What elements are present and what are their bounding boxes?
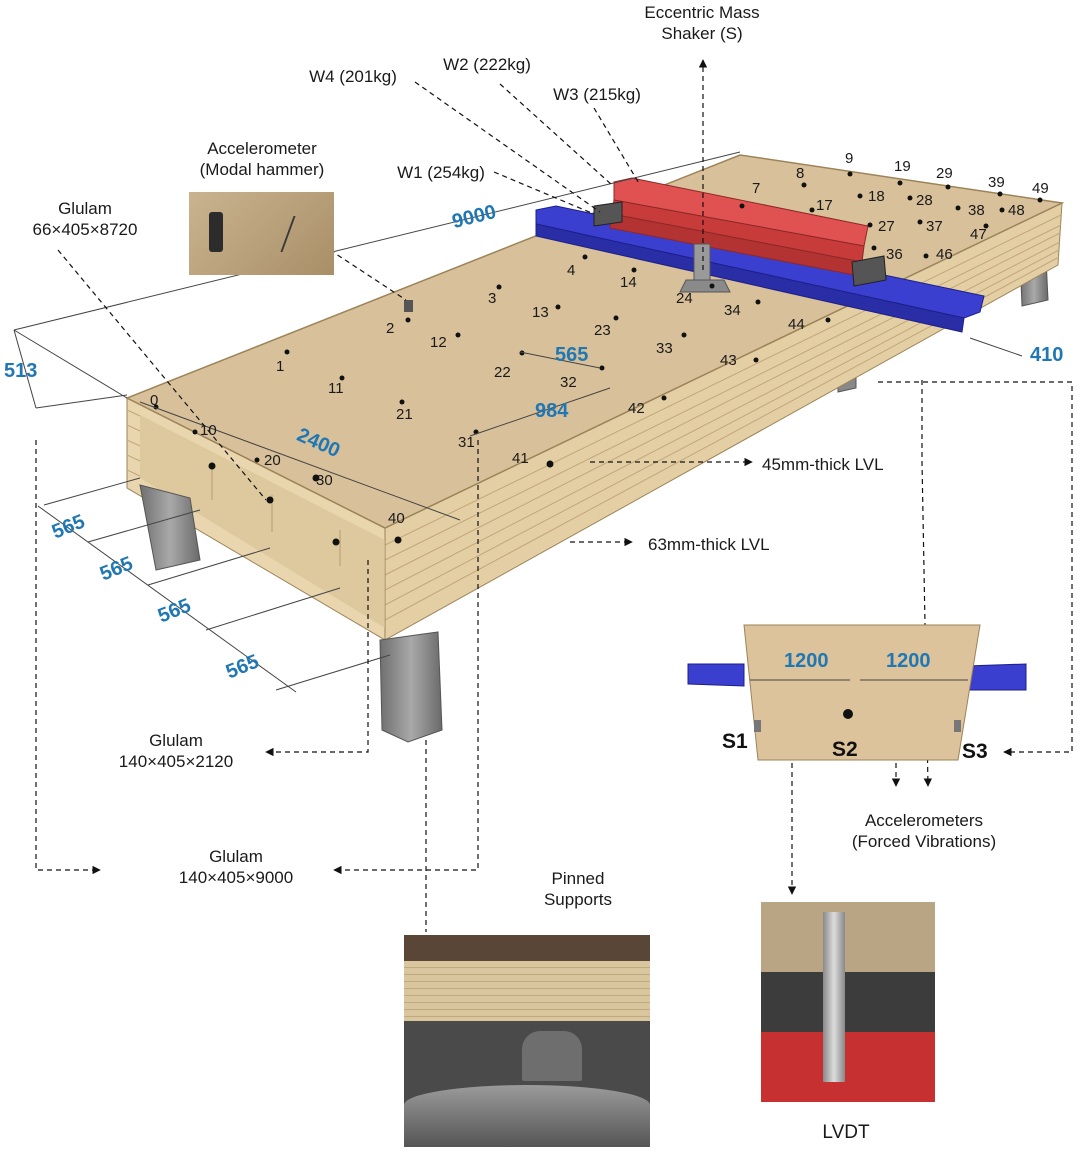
accelerometer-icon [209,212,223,252]
point-label-36: 36 [886,246,903,263]
accel-forced-line2: (Forced Vibrations) [851,832,997,851]
point-label-43: 43 [720,352,737,369]
point-label-1: 1 [276,358,285,375]
point-label-17: 17 [816,197,833,214]
point-label-40: 40 [388,510,405,527]
lvdt-label: LVDT [822,1122,870,1143]
point-label-4: 4 [567,262,576,279]
point-label-42: 42 [628,400,645,417]
point-label-10: 10 [200,422,217,439]
glulam-mid-label: Glulam 140×405×2120 [96,730,256,772]
point-label-18: 18 [868,188,885,205]
point-label-22: 22 [494,364,511,381]
point-label-31: 31 [458,434,475,451]
w3-label: W3 (215kg) [553,85,641,104]
point-label-28: 28 [916,192,933,209]
point-label-47: 47 [970,226,987,243]
marking-icon [280,216,334,252]
dim-513: 513 [4,360,38,382]
s1-label: S1 [722,730,748,753]
s2-label: S2 [832,738,858,761]
glulam-top-line2: 66×405×8720 [32,220,138,239]
point-label-9: 9 [845,150,854,167]
inset-sensor-layout [687,624,1027,761]
lvl45-label: 45mm-thick LVL [762,455,884,474]
accel-hammer-line2: (Modal hammer) [199,160,325,179]
point-label-39: 39 [988,174,1005,191]
point-label-32: 32 [560,374,577,391]
point-label-44: 44 [788,316,805,333]
glulam-mid-line1: Glulam [149,731,203,750]
glulam-top-label: Glulam 66×405×8720 [10,198,160,240]
point-label-41: 41 [512,450,529,467]
accel-forced-line1: Accelerometers [864,811,984,830]
point-label-7: 7 [752,180,761,197]
point-label-13: 13 [532,304,549,321]
pinned-line2: Supports [543,890,613,909]
weight-block-w3 [851,255,887,287]
photo-lvdt [761,902,935,1102]
pinned-label: Pinned Supports [520,868,636,910]
glulam-mid-line2: 140×405×2120 [118,752,234,771]
shaker-label-line2: Shaker (S) [661,24,743,43]
point-label-24: 24 [676,290,693,307]
dim-565-mid: 565 [555,344,589,366]
accel-hammer-line1: Accelerometer [207,139,317,158]
photo-pinned-support [404,935,650,1147]
red-steel-beam [609,177,869,277]
support-leg-front-right [379,631,443,743]
lvdt-sensor-icon [823,912,845,1082]
point-label-29: 29 [936,165,953,182]
support-leg-front-left [139,484,201,571]
accelerometer-marker [404,300,413,312]
point-label-12: 12 [430,334,447,351]
point-label-21: 21 [396,406,413,423]
leader-lines [35,59,1073,932]
point-label-46: 46 [936,246,953,263]
dim-410: 410 [1030,344,1064,366]
point-label-37: 37 [926,218,943,235]
lvl63-label: 63mm-thick LVL [648,535,770,554]
glulam-bot-label: Glulam 140×405×9000 [156,846,316,888]
dim-984: 984 [535,400,569,422]
shaker-label: Eccentric Mass Shaker (S) [610,2,794,44]
w2-label: W2 (222kg) [443,55,531,74]
glulam-bot-line2: 140×405×9000 [178,868,294,887]
weight-block-w1 [593,201,623,227]
dim-1200-b: 1200 [886,650,931,672]
dim-1200-a: 1200 [784,650,829,672]
accel-hammer-label: Accelerometer (Modal hammer) [172,138,352,180]
point-label-14: 14 [620,274,637,291]
glulam-top-line1: Glulam [58,199,112,218]
point-label-11: 11 [328,380,344,397]
w4-label: W4 (201kg) [309,67,397,86]
point-label-8: 8 [796,165,805,182]
point-label-19: 19 [894,158,911,175]
point-label-0: 0 [150,392,159,409]
pinned-line1: Pinned [551,869,605,888]
point-label-30: 30 [316,472,333,489]
point-label-34: 34 [724,302,741,319]
photo-modal-hammer [189,192,334,275]
w1-label: W1 (254kg) [397,163,485,182]
point-label-20: 20 [264,452,281,469]
glulam-bot-line1: Glulam [209,847,263,866]
pin-icon [522,1031,582,1081]
shaker-label-line1: Eccentric Mass [644,3,760,22]
shaker-mount [679,243,731,293]
point-label-48: 48 [1008,202,1025,219]
point-label-49: 49 [1032,180,1049,197]
dimension-lines [13,151,1023,693]
point-label-3: 3 [488,290,497,307]
point-label-38: 38 [968,202,985,219]
point-label-33: 33 [656,340,673,357]
point-label-27: 27 [878,218,895,235]
point-label-2: 2 [386,320,395,337]
accel-forced-label: Accelerometers (Forced Vibrations) [826,810,1022,852]
point-label-23: 23 [594,322,611,339]
s3-label: S3 [962,740,988,763]
